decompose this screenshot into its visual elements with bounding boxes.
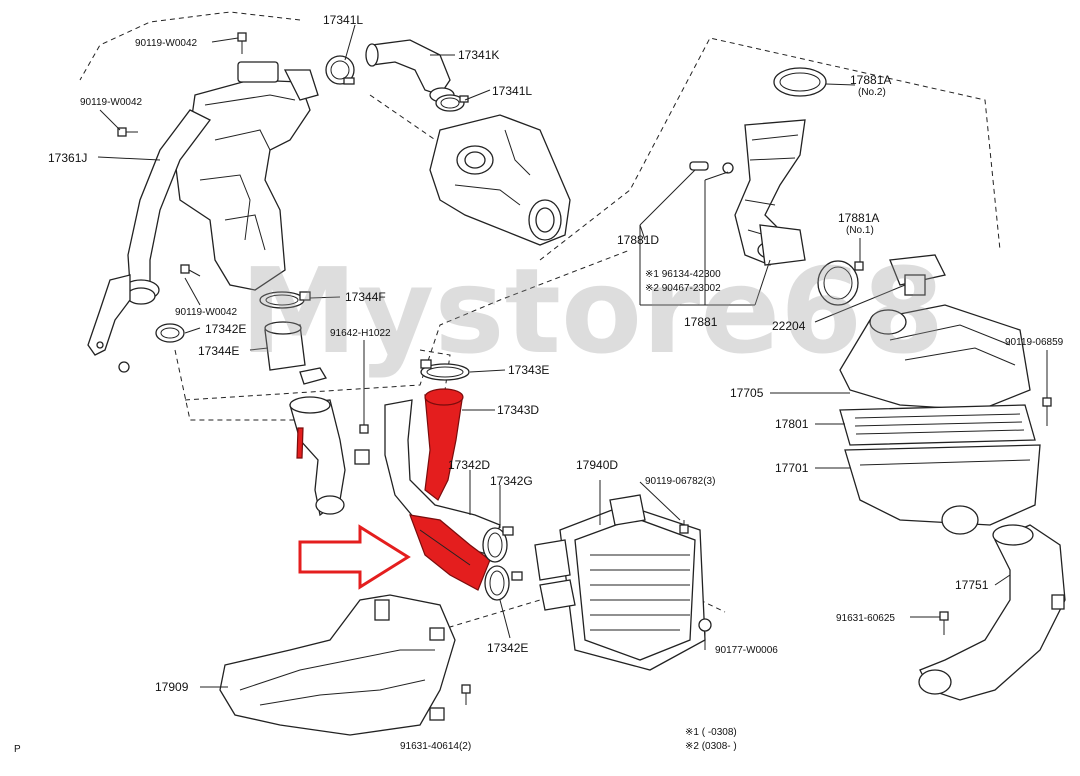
label-17341L-mid: 17341L	[492, 84, 532, 98]
bracket-left	[87, 274, 131, 356]
assembly-dash-middle	[184, 249, 631, 401]
hose-17343D	[424, 388, 464, 501]
label-90119-W0042-b: 90119-W0042	[80, 97, 143, 108]
clamp-17881A-top	[773, 67, 827, 97]
watermark: Mystore68	[240, 242, 945, 380]
label-17342E-bottom: 17342E	[487, 641, 528, 655]
label-90119-W0042-a: 90119-W0042	[135, 38, 198, 49]
label-91631-40614: 91631-40614(2)	[400, 741, 471, 752]
leader-lines	[97, 24, 1048, 688]
label-22204: 22204	[772, 319, 806, 333]
small-parts-17881D	[689, 161, 734, 174]
label-17801: 17801	[775, 417, 809, 431]
duct-17909	[219, 594, 456, 736]
label-17341K: 17341K	[458, 48, 499, 62]
label-17881: 17881	[684, 315, 718, 329]
nut-left	[118, 361, 130, 373]
label-17342D: 17342D	[448, 458, 490, 472]
label-17344E: 17344E	[198, 344, 239, 358]
bolt-90119-W0042-low	[180, 264, 201, 277]
assembly-dash-right	[539, 37, 1001, 261]
clamp-17343E	[420, 359, 470, 381]
label-91642-H1022: 91642-H1022	[330, 328, 391, 339]
hose-17342D-red-section	[409, 514, 491, 591]
label-17909: 17909	[155, 680, 189, 694]
clamp-17341L-top	[325, 55, 355, 85]
clamp-17342E-bottom	[484, 565, 523, 601]
intake-manifold	[174, 61, 319, 291]
label-17343E: 17343E	[508, 363, 549, 377]
sensor-22204	[889, 254, 946, 296]
label-17361J: 17361J	[48, 151, 87, 165]
label-17344F: 17344F	[345, 290, 386, 304]
clamp-17341L-mid	[435, 94, 469, 112]
label-91631-60625: 91631-60625	[836, 613, 895, 624]
label-17343D: 17343D	[497, 403, 539, 417]
nut-90177-W0006	[698, 618, 712, 632]
label-17881A-mid: 17881A	[838, 211, 879, 225]
assembly-dash-cooler	[699, 599, 726, 613]
label-90119-06859: 90119-06859	[1005, 337, 1064, 348]
label-17701: 17701	[775, 461, 809, 475]
label-17881A-mid-note: (No.1)	[846, 225, 874, 236]
label-90119-W0042-c: 90119-W0042	[175, 307, 238, 318]
label-90177-W0006: 90177-W0006	[715, 645, 778, 656]
assembly-dash-left	[174, 349, 330, 421]
label-17881-note2: ※2 90467-23002	[645, 283, 721, 294]
clamp-17342G	[482, 526, 514, 563]
label-17940D: 17940D	[576, 458, 618, 472]
air-cleaner-case-17701	[844, 444, 1041, 535]
bolt-90119-06782	[679, 520, 689, 534]
assembly-dash-clamp	[419, 349, 451, 391]
bolt-90119-W0042-top	[237, 32, 247, 54]
footnote-2: ※2 (0308- )	[685, 741, 737, 752]
label-17342E-left: 17342E	[205, 322, 246, 336]
filter-element-17801	[839, 404, 1036, 446]
clamp-17342E-left	[155, 323, 185, 343]
duct-17751	[918, 524, 1066, 701]
air-hose-17881	[734, 119, 806, 266]
label-17751: 17751	[955, 578, 989, 592]
clamp-small-center	[299, 367, 327, 385]
throttle-pipe	[289, 396, 370, 517]
bolt-91631-60625	[939, 611, 949, 635]
label-17341L-top: 17341L	[323, 13, 363, 27]
bolt-91631-40614	[461, 684, 471, 705]
clamp-17344F	[259, 291, 311, 309]
footnote-1: ※1 ( -0308)	[685, 727, 737, 738]
label-17881D: 17881D	[617, 233, 659, 247]
label-17342G: 17342G	[490, 474, 533, 488]
label-17881A-top: 17881A	[850, 73, 891, 87]
hose-17341K	[365, 39, 455, 103]
clamp-17881A-mid	[817, 260, 864, 306]
turbocharger	[429, 114, 571, 246]
intercooler-17940D	[534, 494, 706, 671]
label-90119-06782: 90119-06782(3)	[645, 476, 715, 487]
bolt-90119-W0042-mid	[117, 127, 138, 137]
sleeve-17344E	[264, 321, 306, 371]
label-17705: 17705	[730, 386, 764, 400]
assembly-dash-turbo	[369, 94, 451, 151]
corner-letter: P	[14, 744, 21, 755]
highlight-arrow	[298, 524, 411, 590]
assembly-dash-top-left	[79, 11, 301, 81]
label-17881A-top-note: (No.2)	[858, 87, 886, 98]
bolt-90119-06859	[1042, 397, 1052, 426]
label-17881-note1: ※1 96134-42300	[645, 269, 721, 280]
